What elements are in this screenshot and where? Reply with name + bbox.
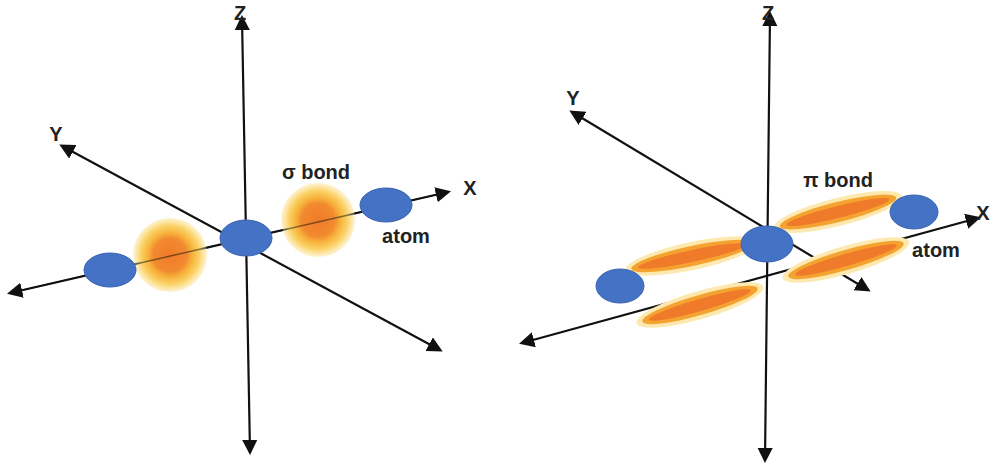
atom-label: atom xyxy=(382,225,430,247)
axis-label: X xyxy=(463,177,476,199)
atom-label: atom xyxy=(912,239,960,261)
bond-label: π bond xyxy=(803,169,873,191)
axis-label: Z xyxy=(234,2,246,24)
axis-label: X xyxy=(976,202,989,224)
axis-label: Y xyxy=(49,123,62,145)
axis-label: Y xyxy=(566,87,579,109)
bond-label: σ bond xyxy=(282,161,350,183)
axis-label: Z xyxy=(762,2,774,24)
